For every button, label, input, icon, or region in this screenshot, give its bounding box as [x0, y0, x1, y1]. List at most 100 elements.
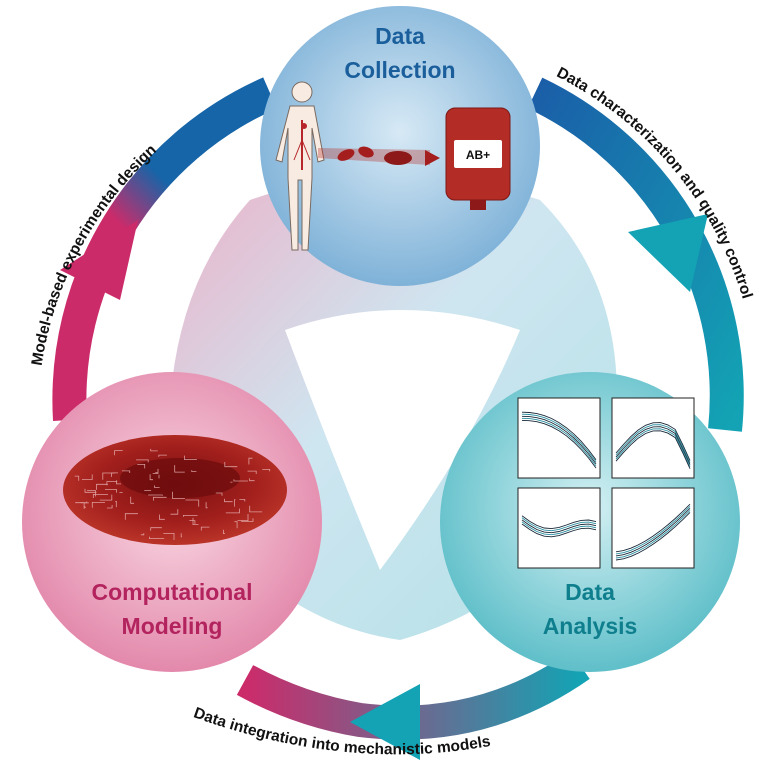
blood-bag-icon: AB+	[445, 107, 511, 210]
network-edge	[150, 448, 158, 452]
plot-trace	[615, 422, 691, 461]
plot-thumbnails	[517, 397, 695, 569]
plot-thumbnail-icon	[517, 397, 601, 479]
plot-trace	[615, 424, 691, 463]
plot-trace	[615, 505, 691, 555]
network-edge	[75, 501, 88, 504]
network-edge	[170, 509, 179, 515]
network-edge	[189, 520, 196, 524]
network-edge	[239, 499, 246, 502]
network-edge	[124, 513, 138, 520]
network-edge	[223, 529, 225, 534]
network-edge	[174, 465, 185, 473]
network-edge	[241, 518, 254, 522]
plot-trace	[615, 507, 691, 557]
plot-trace	[521, 521, 597, 536]
plot-trace	[521, 515, 597, 530]
analysis-title-line-2: Analysis	[543, 613, 638, 639]
plot-trace	[521, 417, 597, 467]
plot-trace	[615, 510, 691, 559]
node-computational-modeling: Computational Modeling	[22, 372, 322, 672]
network-edge	[81, 474, 93, 480]
network-edge	[121, 470, 131, 473]
plot-trace	[521, 517, 597, 532]
network-edge	[148, 494, 163, 496]
network-edge	[140, 533, 145, 536]
plot-trace	[521, 411, 597, 461]
network-edge	[99, 494, 113, 501]
collection-title-line-1: Data	[375, 23, 425, 49]
network-edge	[192, 517, 199, 525]
network-edge	[200, 526, 210, 531]
network-edge	[191, 470, 197, 472]
node-data-collection: Data Collection AB+	[260, 6, 540, 286]
plot-trace	[615, 428, 691, 467]
plot-trace	[521, 419, 597, 469]
collection-title-line-2: Collection	[344, 57, 455, 83]
plot-thumbnail-icon	[611, 487, 695, 569]
network-edge	[137, 464, 146, 469]
network-edge	[96, 483, 108, 490]
central-white-triangle	[285, 310, 520, 570]
network-edge	[87, 490, 96, 497]
network-edge	[149, 474, 153, 481]
plot-trace	[521, 519, 597, 534]
network-edge	[249, 478, 255, 482]
network-edge	[184, 455, 197, 460]
network-edge	[153, 496, 167, 501]
plot-thumbnail-icon	[611, 397, 695, 479]
red-blood-cell-icon	[337, 146, 440, 166]
network-edge	[115, 501, 117, 508]
arrow-head-integration	[350, 684, 420, 760]
node-data-analysis: Data Analysis	[440, 372, 740, 672]
analysis-title-line-1: Data	[565, 579, 615, 605]
network-edge	[237, 514, 249, 521]
network-edge	[130, 496, 134, 504]
network-edge	[84, 488, 97, 493]
network-edge	[91, 502, 105, 508]
modeling-title-line-1: Computational	[92, 579, 253, 605]
network-edge	[225, 508, 240, 514]
blood-type-label: AB+	[466, 148, 490, 162]
network-edge	[185, 499, 200, 507]
network-edge	[215, 492, 223, 496]
plot-trace	[615, 503, 691, 553]
network-edge	[106, 505, 113, 509]
network-edge	[102, 472, 116, 480]
network-edge	[205, 502, 208, 509]
network-edge	[234, 521, 238, 529]
network-edge	[149, 536, 165, 539]
arrow-head-design	[60, 220, 138, 300]
network-edge	[136, 459, 149, 463]
arrow-head-characterization	[628, 214, 708, 292]
plot-trace	[615, 426, 691, 465]
network-edge	[154, 485, 160, 488]
network-edge	[233, 479, 248, 482]
arrow-design	[52, 77, 277, 422]
plot-trace	[521, 523, 597, 538]
network-edge	[114, 450, 123, 456]
modeling-title-line-2: Modeling	[122, 613, 223, 639]
network-edge	[105, 489, 117, 493]
network-edge	[262, 469, 271, 472]
human-body-icon	[275, 81, 325, 251]
network-edge	[159, 514, 165, 520]
network-edge	[180, 533, 182, 538]
network-edge	[248, 457, 253, 465]
network-edge	[92, 494, 108, 498]
network-edge	[183, 515, 198, 517]
plot-trace	[521, 413, 597, 463]
cell-model-icon	[63, 435, 287, 545]
plot-trace	[521, 415, 597, 465]
network-edge	[152, 468, 159, 474]
network-edge	[74, 475, 80, 481]
network-edge	[172, 491, 185, 499]
network-edge	[224, 462, 238, 468]
network-edge	[224, 498, 233, 503]
plot-trace	[615, 512, 691, 561]
network-edge	[163, 533, 175, 540]
network-edge	[116, 480, 121, 485]
network-edge	[249, 505, 263, 513]
network-edge	[247, 470, 257, 474]
